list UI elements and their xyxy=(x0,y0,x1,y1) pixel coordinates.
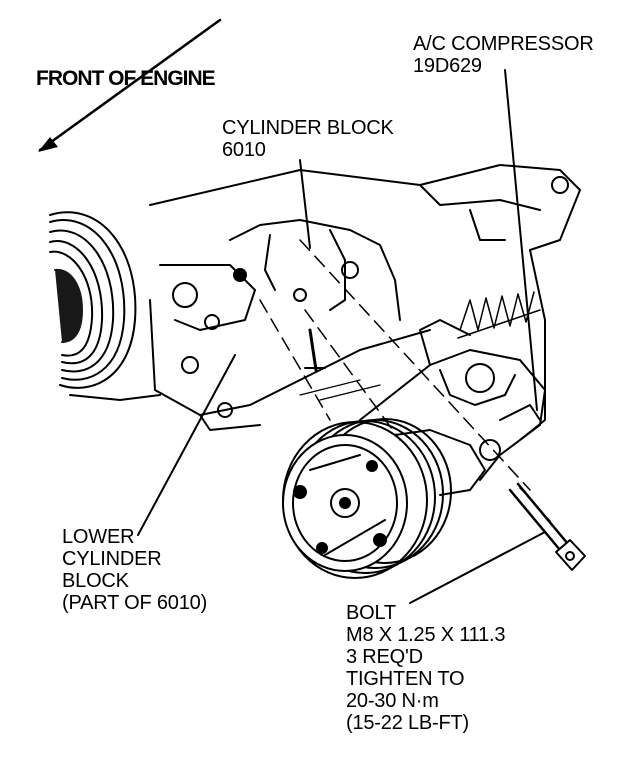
bolt-torque-metric: 20-30 N·m xyxy=(346,690,439,712)
lower-cylinder-block-line-2: CYLINDER xyxy=(62,548,162,570)
compressor-clutch-pulley xyxy=(282,418,452,579)
compressor-spring-coils xyxy=(457,291,541,339)
cylinder-block-label: CYLINDER BLOCK 6010 xyxy=(222,117,394,161)
cylinder-block-part-number: 6010 xyxy=(222,139,266,161)
ac-compressor-label: A/C COMPRESSOR 19D629 xyxy=(413,33,594,77)
front-of-engine-label: FRONT OF ENGINE xyxy=(36,67,216,90)
lower-cylinder-block-label: LOWER CYLINDER BLOCK (PART OF 6010) xyxy=(62,526,207,614)
bolt-label: BOLT M8 X 1.25 X 111.3 3 REQ'D TIGHTEN T… xyxy=(346,602,505,734)
engine-block-outline xyxy=(149,164,581,441)
bolt-leader xyxy=(409,531,546,604)
ac-compressor-leader xyxy=(504,69,538,411)
lower-cylinder-block-line-4: (PART OF 6010) xyxy=(62,592,208,614)
bolt-torque-heading: TIGHTEN TO xyxy=(346,668,465,690)
cylinder-block-name: CYLINDER BLOCK xyxy=(222,117,394,139)
lower-cylinder-block-line-1: LOWER xyxy=(62,526,135,548)
leader-lines xyxy=(137,69,546,604)
front-of-engine-text: FRONT OF ENGINE xyxy=(36,67,216,90)
ac-compressor-body xyxy=(359,319,546,496)
lower-cylinder-block-line-3: BLOCK xyxy=(62,570,129,592)
compressor-mounting-bolt xyxy=(508,482,586,571)
cylinder-block-leader xyxy=(299,159,311,249)
bolt-quantity: 3 REQ'D xyxy=(346,646,423,668)
ac-compressor-name: A/C COMPRESSOR xyxy=(413,33,594,55)
ac-compressor-part-number: 19D629 xyxy=(413,55,482,77)
bolt-torque-imperial: (15-22 LB-FT) xyxy=(346,712,469,734)
bolt-name: BOLT xyxy=(346,602,396,624)
lower-cylinder-block-leader xyxy=(137,354,236,536)
front-direction-arrow xyxy=(38,18,222,152)
bolt-alignment-dashed-lines xyxy=(259,239,531,491)
crankshaft-pulley xyxy=(49,211,161,401)
bolt-size: M8 X 1.25 X 111.3 xyxy=(346,624,506,646)
